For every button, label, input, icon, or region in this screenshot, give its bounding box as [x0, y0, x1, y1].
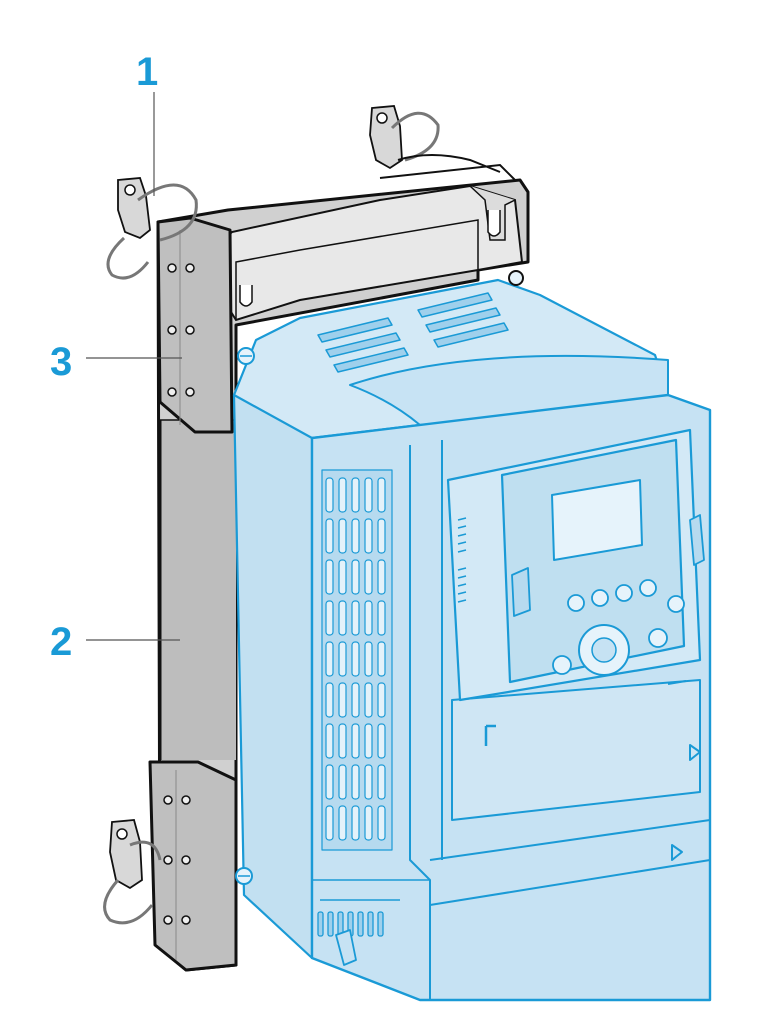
vent-slot: [364, 723, 373, 759]
vent-slot: [377, 477, 386, 513]
vent-slot: [364, 477, 373, 513]
vent-slot: [364, 600, 373, 636]
vent-slot: [377, 723, 386, 759]
vent-slot: [351, 559, 360, 595]
upper-bracket: [156, 216, 234, 434]
vent-slot: [325, 518, 334, 554]
vent-slot: [338, 723, 347, 759]
vent-slot: [377, 764, 386, 800]
vent-slot: [338, 559, 347, 595]
vent-slot: [377, 641, 386, 677]
vent-slot: [338, 477, 347, 513]
vent-slot: [325, 600, 334, 636]
vent-slot: [338, 518, 347, 554]
vent-slot: [364, 641, 373, 677]
vent-slot: [377, 805, 386, 841]
vent-slot: [351, 723, 360, 759]
vent-slot: [377, 600, 386, 636]
vent-slot: [325, 805, 334, 841]
vent-slot: [338, 600, 347, 636]
clip-top-left: [106, 177, 198, 280]
vent-slot: [351, 600, 360, 636]
side-vent-grid: [325, 477, 386, 841]
vent-slot: [364, 518, 373, 554]
callout-label-1: 1: [136, 50, 159, 94]
vent-slot: [338, 641, 347, 677]
vent-slot: [377, 682, 386, 718]
vent-slot: [351, 518, 360, 554]
vent-slot: [351, 477, 360, 513]
vent-slot: [325, 723, 334, 759]
variable-speed-drive: [232, 270, 712, 1002]
vent-slot: [364, 559, 373, 595]
callout-leaders: [86, 92, 182, 641]
vent-slot: [377, 559, 386, 595]
vent-slot: [364, 682, 373, 718]
vent-slot: [364, 764, 373, 800]
vent-slot: [351, 764, 360, 800]
vent-slot: [325, 559, 334, 595]
vent-slot: [325, 641, 334, 677]
vent-slot: [338, 682, 347, 718]
vent-slot: [325, 682, 334, 718]
vent-slot: [338, 805, 347, 841]
vent-slot: [338, 764, 347, 800]
callout-label-3: 3: [50, 340, 73, 384]
vent-slot: [351, 805, 360, 841]
vent-slot: [325, 477, 334, 513]
callout-label-2: 2: [50, 620, 73, 664]
clip-bottom-left: [103, 819, 162, 925]
vent-slot: [351, 682, 360, 718]
lower-bracket: [148, 760, 238, 972]
vent-slot: [377, 518, 386, 554]
clip-top-right: [369, 105, 501, 173]
vent-slot: [351, 641, 360, 677]
vent-slot: [364, 805, 373, 841]
vent-slot: [325, 764, 334, 800]
